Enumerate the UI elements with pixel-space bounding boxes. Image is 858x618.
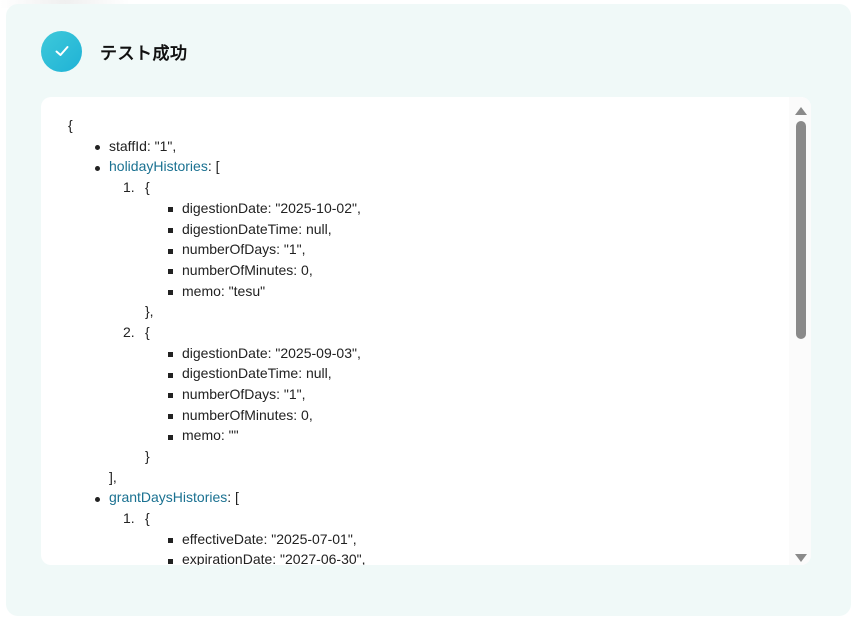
bullet-marker [168,207,173,212]
check-icon [55,46,68,56]
field-entry: numberOfMinutes: 0, [182,407,313,423]
staff-id-entry: staffId: "1", [109,138,177,154]
field-entry: numberOfMinutes: 0, [182,262,313,278]
field-entry: digestionDateTime: null, [182,365,332,381]
field-entry: digestionDate: "2025-10-02", [182,200,361,216]
array-close: ], [109,469,117,485]
arrow-down-icon[interactable] [795,554,807,562]
scrollbar-thumb[interactable] [796,121,806,339]
bullet-marker [168,373,173,378]
grant-days-histories-suffix: : [ [227,489,239,505]
bullet-marker [168,249,173,254]
bullet-marker [168,538,173,543]
field-entry: memo: "" [182,427,239,443]
object-open: { [145,179,150,195]
list-marker: 1. [123,510,135,526]
bullet-marker [168,393,173,398]
bullet-marker [95,145,100,150]
object-open: { [145,324,150,340]
field-entry: memo: "tesu" [182,283,266,299]
json-output-panel[interactable]: { staffId: "1", holidayHistories: [ 1. {… [41,97,811,565]
object-open: { [145,510,150,526]
success-badge [41,30,82,72]
list-marker: 2. [123,324,135,340]
object-close: }, [145,303,154,319]
field-entry: expirationDate: "2027-06-30", [182,551,366,565]
result-title: テスト成功 [100,43,188,64]
field-entry: digestionDate: "2025-09-03", [182,345,361,361]
arrow-up-icon[interactable] [795,107,807,115]
object-close: } [145,448,150,464]
grant-days-histories-key[interactable]: grantDaysHistories [109,489,228,505]
bullet-marker [168,414,173,419]
holiday-histories-key[interactable]: holidayHistories [109,158,208,174]
json-open-brace: { [68,117,73,133]
holiday-histories-suffix: : [ [207,158,220,174]
bullet-marker [168,352,173,357]
bullet-marker [168,435,173,440]
vertical-scrollbar[interactable] [789,97,811,565]
bullet-marker [168,269,173,274]
holiday-histories-entry: holidayHistories: [ [109,156,220,177]
field-entry: effectiveDate: "2025-07-01", [182,531,357,547]
bullet-marker [95,497,100,502]
bullet-marker [95,166,100,171]
field-entry: digestionDateTime: null, [182,221,332,237]
field-entry: numberOfDays: "1", [182,241,306,257]
field-entry: numberOfDays: "1", [182,386,306,402]
bullet-marker [168,559,173,564]
list-marker: 1. [123,179,135,195]
result-header: テスト成功 [41,30,188,72]
grant-days-histories-entry: grantDaysHistories: [ [109,487,239,508]
bullet-marker [168,290,173,295]
bullet-marker [168,228,173,233]
